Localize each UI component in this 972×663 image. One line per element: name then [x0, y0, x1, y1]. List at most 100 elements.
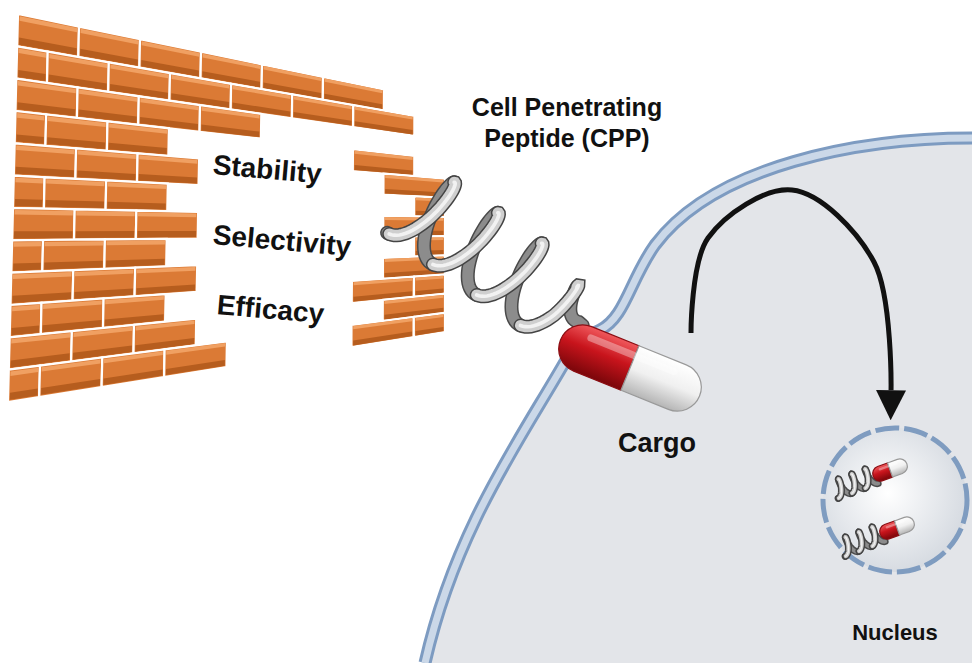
brick-highlight: [46, 179, 104, 186]
helix-front: [389, 182, 455, 235]
capsule-white-half: [894, 515, 916, 535]
capsule: [551, 318, 708, 419]
brick-shade: [107, 202, 165, 210]
helix-highlight: [838, 479, 841, 498]
brick: [42, 239, 105, 271]
brick: [135, 265, 198, 296]
brick-highlight: [138, 212, 196, 217]
peptide-helix: [387, 182, 583, 326]
brick-highlight: [78, 150, 136, 159]
brick: [17, 14, 79, 57]
helix-highlight: [865, 469, 868, 488]
brick-face: [353, 149, 415, 176]
cell-membrane: [425, 138, 972, 663]
capsule: [551, 318, 708, 419]
brick-highlight: [20, 16, 78, 32]
brick-highlight: [79, 90, 137, 102]
brick-shade: [76, 231, 135, 238]
brick-face: [16, 46, 47, 83]
helix-highlight: [477, 243, 543, 296]
brick-face: [73, 268, 136, 301]
brick-shade: [15, 199, 43, 207]
brick-highlight: [416, 276, 444, 281]
brick-highlight: [385, 295, 444, 304]
brick-face: [74, 209, 136, 239]
brick: [136, 211, 198, 240]
brick-highlight: [81, 29, 139, 45]
brick: [45, 115, 107, 151]
helix-front: [477, 243, 543, 296]
brick-face: [135, 265, 198, 296]
brick: [39, 358, 102, 398]
brick-highlight: [137, 267, 196, 273]
brick-highlight: [107, 241, 166, 246]
brick-highlight: [14, 242, 42, 247]
brick-face: [164, 341, 227, 377]
brick: [14, 143, 76, 179]
brick-shade: [44, 261, 103, 270]
brick: [164, 341, 227, 377]
helix-front: [872, 527, 875, 546]
brick-highlight: [110, 64, 168, 78]
brick-highlight: [264, 66, 322, 81]
capsule: [878, 515, 917, 541]
brick: [11, 240, 43, 273]
brick: [353, 149, 415, 176]
brick-highlight: [139, 155, 197, 163]
brick-highlight: [49, 54, 107, 68]
wall-property: Efficacy: [216, 289, 326, 330]
brick-face: [11, 240, 43, 273]
helix-front: [859, 532, 862, 551]
helix-front: [872, 527, 875, 546]
helix-front: [433, 213, 499, 266]
helix-highlight: [845, 537, 848, 556]
delivery-arrow: [691, 190, 891, 390]
brick-face: [44, 177, 106, 210]
brick-shade: [46, 200, 104, 208]
helix-front: [838, 479, 841, 498]
wall-property: Selectivity: [212, 219, 353, 263]
helix-front: [520, 285, 578, 326]
helix-front: [389, 182, 455, 235]
brick-shade: [201, 125, 259, 138]
nucleus-label: Nucleus: [852, 620, 938, 646]
brick: [12, 208, 74, 240]
brick-face: [17, 14, 79, 57]
helix-front: [845, 537, 848, 556]
brick-highlight: [17, 113, 44, 121]
helix-highlight: [433, 213, 499, 266]
brick: [200, 105, 262, 139]
brick-highlight: [385, 175, 443, 182]
cell: [425, 138, 972, 663]
brick-shade: [10, 389, 38, 400]
brick-highlight: [19, 49, 46, 58]
helix-highlight: [859, 532, 862, 551]
helix-front: [852, 474, 855, 493]
brick: [75, 148, 137, 182]
brick-face: [15, 111, 47, 146]
brick-shade: [294, 112, 352, 126]
brick: [351, 317, 413, 347]
brick: [11, 270, 74, 305]
brick-wall: [8, 14, 445, 402]
wall-hole: StabilitySelectivityEfficacy: [195, 122, 395, 347]
brick-highlight: [353, 318, 412, 329]
brick-face: [14, 143, 76, 179]
capsule-shine: [885, 520, 905, 529]
cell-body: [425, 138, 972, 663]
brick: [137, 153, 199, 185]
nucleus: Nucleus: [820, 420, 970, 652]
brick: [104, 239, 166, 269]
brick-highlight: [12, 305, 40, 312]
helix-front: [477, 243, 543, 296]
brick-highlight: [355, 151, 413, 160]
brick-face: [8, 366, 40, 402]
brick-highlight: [45, 241, 103, 246]
brick-highlight: [416, 314, 444, 321]
helix-front: [865, 469, 868, 488]
brick-highlight: [104, 351, 163, 363]
brick-highlight: [105, 296, 164, 304]
brick-highlight: [142, 41, 200, 57]
brick-shade: [355, 121, 413, 134]
brick-highlight: [11, 333, 70, 344]
